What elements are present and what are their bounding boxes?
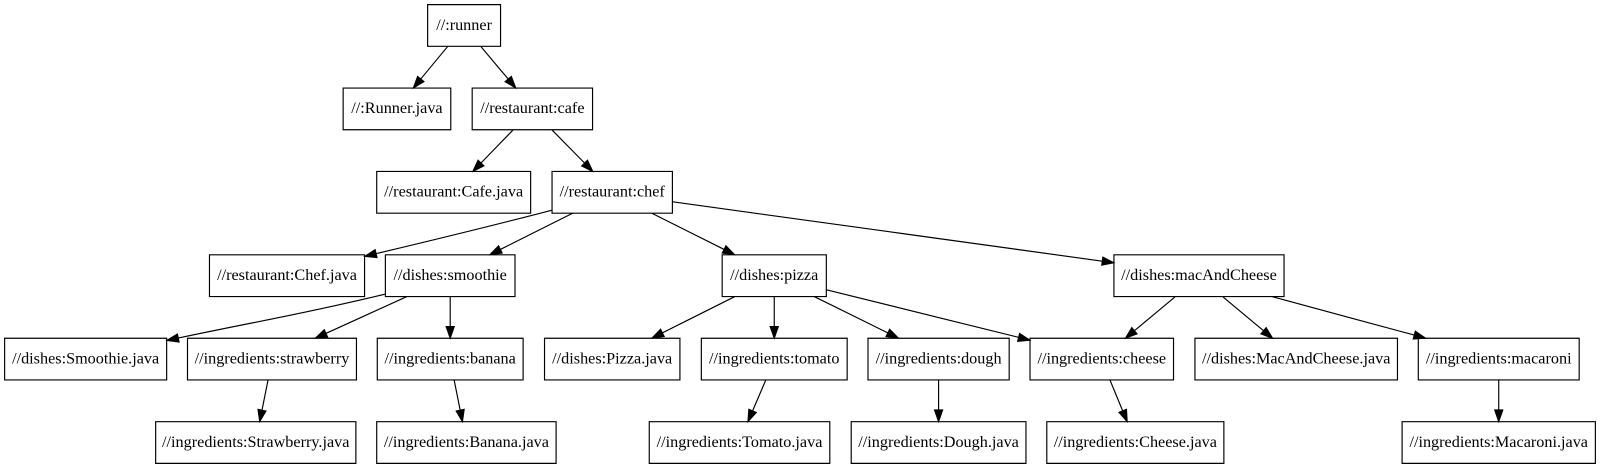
- svg-text://restaurant:chef: //restaurant:chef: [560, 183, 666, 201]
- svg-text://restaurant:cafe: //restaurant:cafe: [480, 99, 584, 117]
- svg-text://ingredients:Tomato.java: //ingredients:Tomato.java: [657, 433, 823, 451]
- svg-text://dishes:Smoothie.java: //dishes:Smoothie.java: [12, 349, 159, 367]
- svg-text://ingredients:Cheese.java: //ingredients:Cheese.java: [1054, 433, 1217, 451]
- svg-text://dishes:Pizza.java: //dishes:Pizza.java: [552, 349, 672, 367]
- svg-text://ingredients:Banana.java: //ingredients:Banana.java: [384, 433, 549, 451]
- svg-text://ingredients:Dough.java: //ingredients:Dough.java: [858, 433, 1019, 451]
- svg-text://ingredients:Strawberry.java: //ingredients:Strawberry.java: [162, 433, 349, 451]
- svg-text://dishes:MacAndCheese.java: //dishes:MacAndCheese.java: [1202, 349, 1390, 367]
- svg-text://ingredients:dough: //ingredients:dough: [876, 349, 1002, 367]
- svg-text://:runner: //:runner: [436, 16, 492, 34]
- svg-text://ingredients:cheese: //ingredients:cheese: [1037, 349, 1166, 367]
- svg-text://:Runner.java: //:Runner.java: [351, 99, 442, 117]
- svg-text://ingredients:tomato: //ingredients:tomato: [709, 349, 839, 367]
- svg-text://ingredients:strawberry: //ingredients:strawberry: [195, 349, 351, 367]
- svg-text://ingredients:Macaroni.java: //ingredients:Macaroni.java: [1409, 433, 1588, 451]
- svg-text://ingredients:banana: //ingredients:banana: [385, 349, 516, 367]
- svg-text://dishes:macAndCheese: //dishes:macAndCheese: [1121, 266, 1277, 284]
- svg-text://restaurant:Cafe.java: //restaurant:Cafe.java: [384, 183, 523, 201]
- svg-text://dishes:smoothie: //dishes:smoothie: [394, 266, 507, 284]
- svg-text://ingredients:macaroni: //ingredients:macaroni: [1426, 349, 1572, 367]
- svg-text://dishes:pizza: //dishes:pizza: [730, 266, 818, 284]
- svg-text://restaurant:Chef.java: //restaurant:Chef.java: [217, 266, 357, 284]
